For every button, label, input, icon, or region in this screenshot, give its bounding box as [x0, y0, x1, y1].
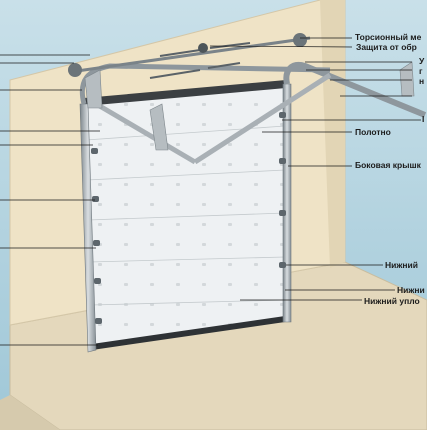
- left-bracket: [84, 69, 103, 109]
- right-rollers: [279, 112, 286, 268]
- right-drum: [293, 33, 307, 47]
- right-strut: [193, 72, 332, 165]
- rear-hanger: [399, 61, 415, 97]
- wall-side: [320, 0, 345, 268]
- torsion-shaft: [69, 36, 311, 74]
- left-drum: [68, 63, 82, 77]
- floor-edge: [0, 395, 60, 430]
- label-bottom-seal: Нижний упло: [364, 296, 420, 306]
- right-curved-track: [283, 62, 427, 118]
- left-rail: [79, 103, 97, 353]
- label-panel: Полотно: [355, 127, 391, 137]
- label-partial-i: I: [422, 114, 425, 124]
- right-leaders: [209, 37, 421, 301]
- top-seal: [84, 80, 286, 106]
- left-rollers: [91, 148, 102, 324]
- torsion-springs: [149, 42, 251, 79]
- label-break-protection: Защита от обр: [356, 42, 417, 52]
- label-partial-g: г: [419, 66, 423, 76]
- label-bottom-1: Нижний: [385, 260, 418, 270]
- center-bracket: [198, 43, 208, 53]
- left-leaders: [0, 54, 100, 346]
- label-partial-n: н: [419, 76, 425, 86]
- label-side-cover: Боковая крышк: [355, 160, 421, 170]
- label-bottom-2: Нижни: [397, 285, 425, 295]
- panel-texture: [85, 82, 285, 348]
- bottom-seal: [92, 316, 285, 350]
- label-torsion-mechanism: Торсионный ме: [355, 32, 422, 42]
- hanger-bracket: [149, 103, 169, 151]
- label-partial-u: У: [419, 56, 425, 66]
- left-strut: [96, 102, 197, 165]
